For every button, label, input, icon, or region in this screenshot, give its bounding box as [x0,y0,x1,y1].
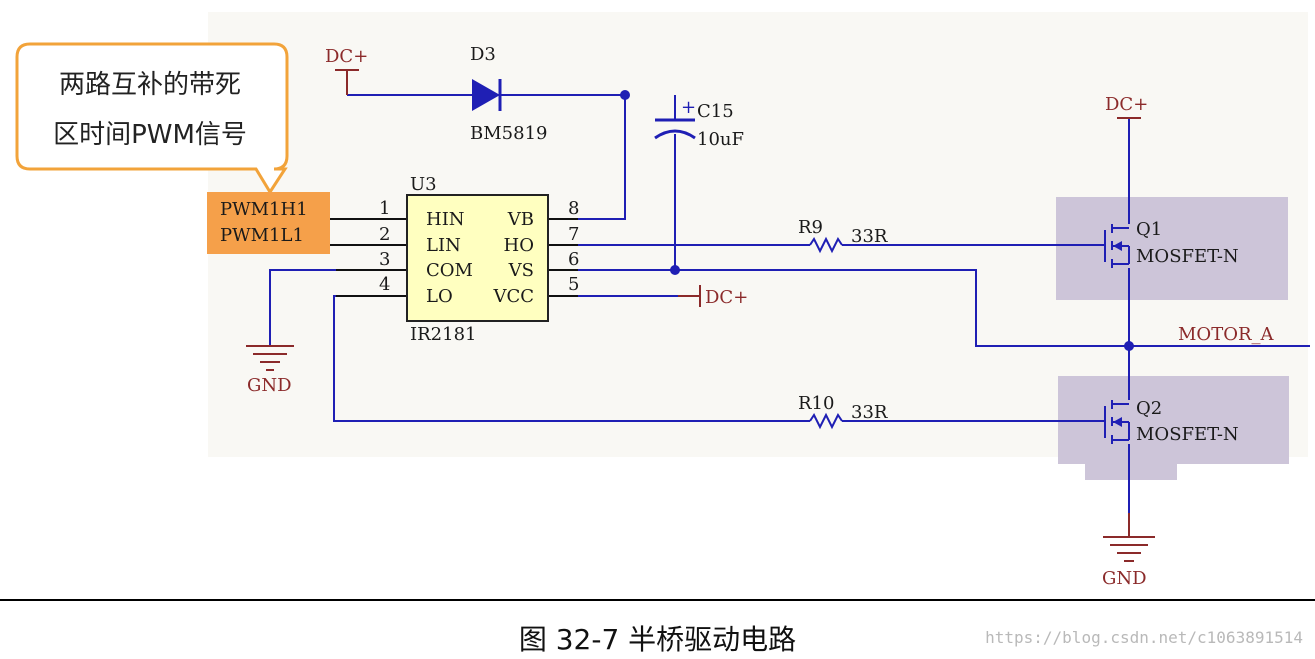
ic-pin-lines [330,218,578,297]
diode-d3: D3 BM5819 [470,44,547,144]
resistor-r10: R10 33R [798,393,888,430]
pin-name: VS [508,260,534,281]
pwm-high-label: PWM1H1 [220,199,308,220]
mosfet-type: MOSFET-N [1136,246,1239,267]
mosfet-ref: Q1 [1136,219,1162,240]
mosfet-q1: Q1 MOSFET-N [1104,219,1239,268]
pin-number: 4 [379,274,390,295]
motor-a-net-label: MOTOR_A [1178,324,1275,345]
pin-name: HIN [426,209,465,230]
resistor-ref: R10 [798,393,834,414]
wires [269,94,1310,513]
pin-name: LIN [426,235,461,256]
resistor-value: 33R [851,226,888,247]
diode-ref: D3 [470,44,496,65]
junctions [620,90,1134,351]
pin-number: 8 [568,198,579,219]
mosfet-type: MOSFET-N [1136,424,1239,445]
dc-plus-diode-label: DC+ [325,46,368,67]
dc-plus-vcc-symbol: DC+ [678,285,748,308]
mosfet-q2: Q2 MOSFET-N [1104,398,1239,445]
capacitor-polarity: + [681,97,696,118]
capacitor-value: 10uF [697,129,744,150]
pin-number: 1 [379,198,390,219]
junction-dot [620,90,630,100]
pin-name: VB [507,209,534,230]
capacitor-ref: C15 [697,101,734,122]
gnd-left-label: GND [247,375,292,396]
pin-name: LO [426,286,453,307]
half-bridge-schematic: 两路互补的带死 区时间PWM信号 PWM1H1 PWM1L1 [15,12,1310,589]
figure-frame-bottom [0,599,1315,601]
ic-ref: U3 [410,174,437,195]
pin-number: 3 [379,249,390,270]
dc-plus-q1-symbol: DC+ [1105,94,1148,119]
gnd-left-symbol [246,345,294,371]
resistor-ref: R9 [798,217,823,238]
callout-bubble: 两路互补的带死 区时间PWM信号 [15,42,289,195]
dc-plus-q1-label: DC+ [1105,94,1148,115]
ic-body [406,194,549,322]
pin-number: 7 [568,224,579,245]
pwm-input-highlight [207,192,330,254]
resistor-r9: R9 33R [798,217,888,254]
dc-plus-diode-symbol: DC+ [325,46,368,95]
pin-name: VCC [492,286,534,307]
watermark: https://blog.csdn.net/c1063891514 [985,628,1303,647]
resistor-value: 33R [851,402,888,423]
figure-caption: 图 32-7 半桥驱动电路 [518,623,797,656]
pin-name: COM [426,260,473,281]
junction-dot [1124,341,1134,351]
mosfet-ref: Q2 [1136,398,1162,419]
pin-number: 2 [379,224,390,245]
pin-number: 6 [568,249,579,270]
pin-number: 5 [568,274,579,295]
pin-name: HO [504,235,534,256]
gnd-right-label: GND [1102,568,1147,589]
callout-line-2: 区时间PWM信号 [53,120,247,150]
dc-plus-vcc-label: DC+ [705,287,748,308]
q2-highlight-tab [1085,462,1177,480]
junction-dot [670,265,680,275]
pwm-low-label: PWM1L1 [220,225,304,246]
callout-line-1: 两路互补的带死 [59,70,241,100]
diode-part: BM5819 [470,123,547,144]
ic-part: IR2181 [410,324,476,345]
capacitor-c15: + C15 10uF [654,97,744,150]
q1-highlight-box [1056,197,1288,300]
gnd-right-symbol [1103,513,1155,562]
ic-u3: U3 IR2181 1 2 3 4 HIN LIN COM LO VB HO V… [379,174,579,345]
